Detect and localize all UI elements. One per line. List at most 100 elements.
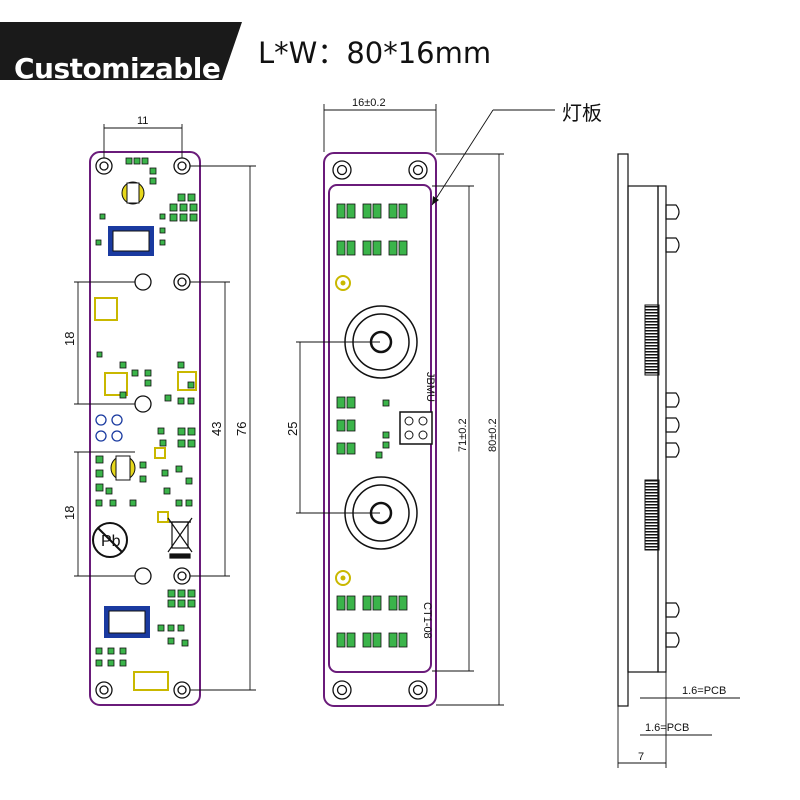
led-pad: [362, 632, 372, 648]
back-green-pads: [336, 203, 408, 648]
front-component-pad: [149, 177, 157, 185]
customizable-banner: Customizable: [0, 22, 242, 85]
front-component-pad: [131, 369, 139, 377]
back-dim-lens: 25: [285, 422, 300, 436]
front-component-pad: [141, 157, 149, 165]
front-component-pad: [167, 637, 175, 645]
front-yellow-pads: [94, 297, 197, 691]
back-component-pad: [375, 451, 383, 459]
front-component-pad: [167, 599, 176, 608]
front-component-pad: [159, 439, 167, 447]
front-component-pad: [169, 203, 178, 212]
front-component-pad: [175, 465, 183, 473]
led-pad: [398, 203, 408, 219]
led-pad: [398, 595, 408, 611]
front-component-pad: [107, 647, 115, 655]
front-component-pad: [95, 647, 103, 655]
front-component-pad: [177, 589, 186, 598]
front-component-pad: [144, 379, 152, 387]
side-led: [665, 392, 680, 408]
front-dimensions: [74, 124, 256, 691]
front-board-outline: [89, 151, 201, 706]
front-component-pad: [177, 427, 186, 436]
back-sensor: [399, 411, 433, 445]
back-view: JBMU CT1-08 16±0.2 25 71±0.2 80±0.2 灯板: [285, 97, 602, 707]
led-pad: [336, 632, 346, 648]
back-mount-holes: [332, 160, 428, 700]
led-pad: [388, 595, 398, 611]
front-component-pad: [107, 659, 115, 667]
front-component-pad: [177, 193, 186, 202]
side-dim-pcb-1: 1.6=PCB: [682, 685, 726, 697]
front-component-pad: [177, 397, 185, 405]
back-board-outline: [323, 152, 437, 707]
led-pad: [346, 203, 356, 219]
side-led: [665, 632, 680, 648]
front-component-pad: [95, 239, 102, 246]
led-pad: [362, 240, 372, 256]
front-component-pad: [187, 439, 196, 448]
front-component-pad: [164, 394, 172, 402]
front-component-pad: [187, 397, 195, 405]
front-capacitors: [110, 181, 145, 481]
side-dim-thickness: 7: [638, 751, 644, 763]
front-component-pad: [157, 427, 165, 435]
front-component-pad: [139, 475, 147, 483]
led-pad: [398, 240, 408, 256]
front-green-pads: [95, 157, 198, 667]
front-component-pad: [125, 157, 133, 165]
led-pad: [388, 203, 398, 219]
side-led: [665, 442, 680, 458]
front-component-pad: [175, 499, 183, 507]
size-spec: L*W：80*16mm: [258, 36, 492, 70]
back-component-pad: [346, 396, 356, 409]
front-component-pad: [177, 624, 185, 632]
back-component-pad: [382, 441, 390, 449]
front-component-pad: [187, 381, 195, 389]
front-component-pad: [187, 427, 196, 436]
front-component-pad: [144, 369, 152, 377]
led-pad: [372, 632, 382, 648]
back-component-pad: [382, 399, 390, 407]
led-pad: [362, 595, 372, 611]
front-component-pad: [159, 227, 166, 234]
front-component-pad: [181, 639, 189, 647]
front-component-pad: [95, 659, 103, 667]
front-component-pad: [185, 499, 193, 507]
side-spacer: [627, 185, 659, 673]
led-pad: [336, 595, 346, 611]
front-component-pad: [179, 203, 188, 212]
front-dim-total: 76: [234, 422, 249, 436]
front-component-pad: [167, 624, 175, 632]
side-led: [665, 237, 680, 253]
front-component-pad: [177, 599, 186, 608]
front-component-pad: [95, 455, 104, 464]
pb-free-icon: Pb: [92, 522, 128, 558]
front-component-pad: [185, 477, 193, 485]
front-component-pad: [187, 589, 196, 598]
front-component-pad: [167, 589, 176, 598]
front-dim-upper-hole: 18: [62, 332, 77, 346]
weee-bin-icon: [167, 517, 193, 559]
front-component-pad: [139, 461, 147, 469]
front-component-pad: [179, 213, 188, 222]
banner-background: [0, 22, 242, 80]
front-component-pad: [99, 213, 106, 220]
front-component-pad: [157, 624, 165, 632]
led-pad: [372, 203, 382, 219]
banner-label: Customizable: [14, 52, 221, 85]
front-view: Pb 11 18 18: [62, 115, 256, 706]
back-component-pad: [382, 431, 390, 439]
front-component-pad: [161, 469, 169, 477]
front-component-pad: [129, 499, 137, 507]
front-component-pad: [177, 361, 185, 369]
front-component-pad: [189, 213, 198, 222]
front-component-pad: [189, 203, 198, 212]
front-component-pad: [187, 599, 196, 608]
front-component-pad: [109, 499, 117, 507]
front-dim-top: 11: [137, 115, 148, 127]
front-component-pad: [133, 157, 141, 165]
front-dim-mid: 43: [209, 422, 224, 436]
led-pad: [388, 632, 398, 648]
